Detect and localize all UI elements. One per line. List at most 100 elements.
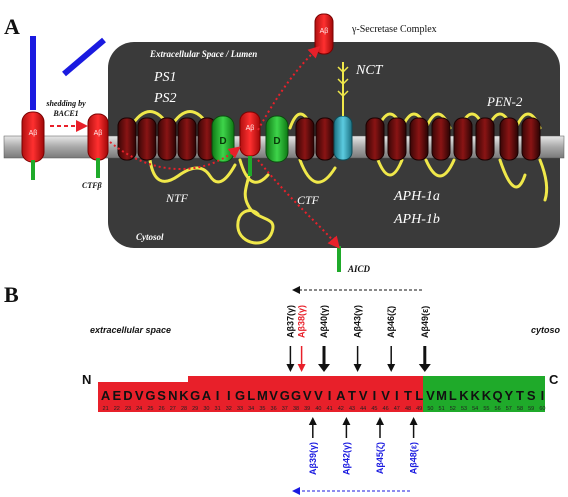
residue-48: T xyxy=(404,388,412,403)
bottom-cleavage-label-3: Aβ45(ζ) xyxy=(375,442,385,474)
residue-34: L xyxy=(247,388,255,403)
position-51: 51 xyxy=(439,406,445,412)
app-ab-tag: Aβ xyxy=(29,130,38,137)
position-28: 28 xyxy=(181,406,187,412)
shedding-label-2: BACE1 xyxy=(52,109,78,118)
position-33: 33 xyxy=(237,406,243,412)
c-terminus-label: C xyxy=(549,372,559,387)
position-44: 44 xyxy=(360,406,366,412)
residue-44: V xyxy=(359,388,368,403)
residue-28: K xyxy=(179,388,189,403)
substrate-helix: Aβ xyxy=(239,111,261,176)
substrate-ab-tag: Aβ xyxy=(246,125,255,132)
bottom-direction-arrowhead xyxy=(292,487,300,495)
residue-54: K xyxy=(471,388,481,403)
cytosol-label-a: Cytosol xyxy=(136,232,164,242)
position-53: 53 xyxy=(461,406,467,412)
top-cleavage-head-1 xyxy=(286,364,295,372)
residue-51: M xyxy=(436,388,447,403)
top-cleavage-head-3 xyxy=(318,364,330,372)
app-helix: Aβ xyxy=(21,111,45,180)
residue-46: V xyxy=(381,388,390,403)
extracellular-lumen-label: Extracellular Space / Lumen xyxy=(149,49,257,59)
residue-32: I xyxy=(227,388,231,403)
tm-helix-3 xyxy=(157,117,177,161)
position-58: 58 xyxy=(517,406,523,412)
top-cleavage-label-1: Aβ37(γ) xyxy=(285,305,295,338)
position-23: 23 xyxy=(125,406,131,412)
residue-31: I xyxy=(216,388,220,403)
pen2-label: PEN-2 xyxy=(486,94,523,109)
sequence-bar-green xyxy=(423,376,545,412)
residue-59: S xyxy=(527,388,536,403)
bottom-cleavage-label-2: Aβ42(γ) xyxy=(341,442,351,475)
aph1b-label: APH-1b xyxy=(393,212,440,227)
released-ab-tag: Aβ xyxy=(320,28,329,35)
position-54: 54 xyxy=(472,406,478,412)
residue-52: L xyxy=(449,388,457,403)
tm-helix-7 xyxy=(315,117,335,161)
top-cleavage-head-6 xyxy=(418,364,431,372)
processing-arrows xyxy=(109,45,340,249)
top-cleavage-head-2 xyxy=(297,364,306,372)
position-27: 27 xyxy=(170,406,176,412)
residue-27: N xyxy=(168,388,177,403)
position-52: 52 xyxy=(450,406,456,412)
residue-55: K xyxy=(482,388,492,403)
ps2-label: PS2 xyxy=(153,91,177,106)
residue-49: L xyxy=(415,388,423,403)
sequence-bar-red-tm xyxy=(188,376,423,412)
position-39: 39 xyxy=(304,406,310,412)
position-31: 31 xyxy=(215,406,221,412)
residue-25: G xyxy=(145,388,155,403)
residue-42: A xyxy=(336,388,346,403)
position-50: 50 xyxy=(427,406,433,412)
residue-57: Y xyxy=(504,388,513,403)
position-56: 56 xyxy=(495,406,501,412)
residue-45: I xyxy=(373,388,377,403)
position-30: 30 xyxy=(203,406,209,412)
position-29: 29 xyxy=(192,406,198,412)
top-cleavage-head-4 xyxy=(353,364,362,372)
position-40: 40 xyxy=(315,406,321,412)
tm-helix-15 xyxy=(521,117,541,161)
top-cleavage-label-6: Aβ49(ε) xyxy=(420,306,430,338)
tm-helix-4 xyxy=(177,117,197,161)
residue-56: Q xyxy=(493,388,503,403)
position-35: 35 xyxy=(259,406,265,412)
tm-helix-12 xyxy=(453,117,473,161)
nct-label: NCT xyxy=(355,63,384,78)
residue-21: A xyxy=(101,388,111,403)
position-41: 41 xyxy=(327,406,333,412)
position-42: 42 xyxy=(338,406,344,412)
gamma-secretase-label: γ-Secretase Complex xyxy=(351,24,437,35)
position-32: 32 xyxy=(226,406,232,412)
top-cleavage-head-5 xyxy=(387,364,396,372)
tm-helix-10 xyxy=(409,117,429,161)
top-cleavage-label-4: Aβ43(γ) xyxy=(353,305,363,338)
position-49: 49 xyxy=(416,406,422,412)
bottom-cleavage-head-1 xyxy=(308,417,317,425)
sapp-fragment-bar xyxy=(62,37,106,77)
sequence-bar-red-left xyxy=(98,382,188,412)
tm-helix-2 xyxy=(137,117,157,161)
d-helix-2: D xyxy=(265,115,289,163)
residue-40: V xyxy=(314,388,323,403)
panel-b-label: B xyxy=(4,282,19,307)
top-cleavage-label-3: Aβ40(γ) xyxy=(319,305,329,338)
position-38: 38 xyxy=(293,406,299,412)
residue-41: I xyxy=(328,388,332,403)
position-60: 60 xyxy=(539,406,545,412)
bottom-cleavage-sites: Aβ39(γ)Aβ42(γ)Aβ45(ζ)Aβ48(ε) xyxy=(308,417,419,475)
bottom-cleavage-head-4 xyxy=(409,417,418,425)
ctf-beta-helix: Aβ xyxy=(87,113,109,178)
residue-23: D xyxy=(123,388,132,403)
ctf-beta-ab-tag: Aβ xyxy=(94,130,103,137)
tm-helix-11 xyxy=(431,117,451,161)
tm-helix-8 xyxy=(365,117,385,161)
position-22: 22 xyxy=(114,406,120,412)
position-26: 26 xyxy=(159,406,165,412)
position-46: 46 xyxy=(383,406,389,412)
residue-33: G xyxy=(235,388,245,403)
bottom-cleavage-label-1: Aβ39(γ) xyxy=(308,442,318,475)
